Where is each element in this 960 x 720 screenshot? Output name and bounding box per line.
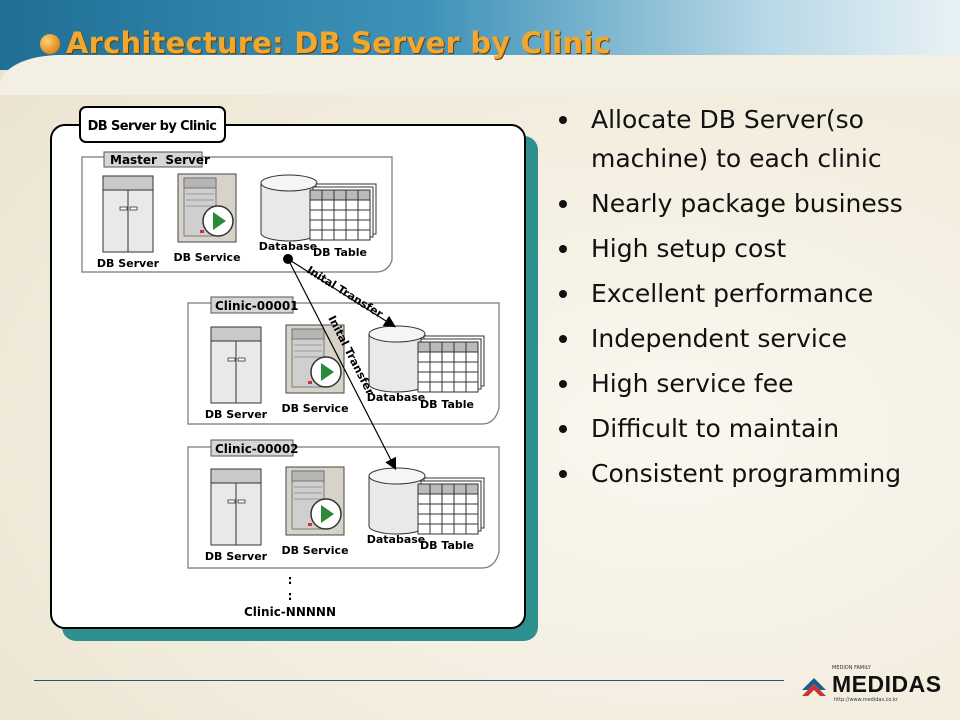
clinic-00002-database-label: Database: [367, 533, 426, 546]
bullet-text: Consistent programming: [591, 459, 902, 488]
bullet-dot-icon: [559, 200, 567, 208]
logo-brand: MEDIDAS: [832, 671, 942, 697]
medidas-logo-icon: [802, 678, 826, 696]
clinic-00002-group: [187, 446, 500, 569]
clinic-00001-label-box: [210, 296, 294, 314]
panel-title: DB Server by Clinic: [88, 119, 217, 134]
bullet-dot-icon: [559, 425, 567, 433]
master-db-service-label: DB Service: [173, 251, 240, 264]
clinic-00002-db-server-icon: [210, 468, 262, 546]
transfer-arrow-clinic-2: [287, 258, 397, 471]
master-db-table-icon: [309, 183, 377, 241]
clinic-00001-database-icon: [368, 325, 426, 393]
bullet-text: Excellent performance: [591, 279, 874, 308]
master-db-table-label: DB Table: [313, 246, 367, 259]
panel-title-tab: [79, 106, 226, 143]
clinic-00002-db-service-label: DB Service: [281, 544, 348, 557]
bullet-item: Independent service: [556, 319, 946, 358]
bullet-text: High setup cost: [591, 234, 787, 263]
logo-tagline: MEDION FAMILY: [832, 665, 871, 671]
bullet-dot-icon: [559, 335, 567, 343]
ellipsis-2: :: [288, 589, 293, 603]
bullet-item: High setup cost: [556, 229, 946, 268]
master-server-label-box: [103, 151, 203, 168]
bullet-item: Excellent performance: [556, 274, 946, 313]
transfer-arrow-clinic-1: [287, 258, 397, 328]
bullet-text: High service fee: [591, 369, 794, 398]
clinic-00001-label: Clinic-00001: [215, 299, 299, 313]
bullet-dot-icon: [559, 245, 567, 253]
bullet-item: Allocate DB Server(so machine) to each c…: [556, 100, 946, 178]
bullet-dot-icon: [559, 116, 567, 124]
bullet-dot-icon: [559, 290, 567, 298]
clinic-00002-db-server-label: DB Server: [205, 550, 268, 563]
footer-divider: [34, 680, 784, 681]
more-clinics-label: Clinic-NNNNN: [244, 605, 336, 619]
bullet-dot-icon: [559, 380, 567, 388]
master-server-label: Master Server: [110, 153, 210, 167]
bullet-list: Allocate DB Server(so machine) to each c…: [556, 100, 946, 499]
clinic-00002-label-box: [210, 439, 294, 457]
bullet-item: Nearly package business: [556, 184, 946, 223]
master-server-group: [81, 156, 393, 273]
clinic-00002-label: Clinic-00002: [215, 442, 299, 456]
bullet-text: Independent service: [591, 324, 847, 353]
clinic-00002-db-table-icon: [417, 477, 485, 535]
clinic-00002-database-icon: [368, 467, 426, 535]
slide-title: Architecture: DB Server by Clinic: [66, 26, 611, 60]
clinic-00001-db-table-icon: [417, 335, 485, 393]
master-database-label: Database: [259, 240, 318, 253]
bullet-text: Nearly package business: [591, 189, 903, 218]
master-db-server-icon: [102, 175, 154, 253]
logo-url: http://www.medidas.co.kr: [834, 697, 898, 703]
bullet-item: Consistent programming: [556, 454, 946, 493]
bullet-dot-icon: [559, 470, 567, 478]
clinic-00001-db-service-label: DB Service: [281, 402, 348, 415]
clinic-00001-db-server-label: DB Server: [205, 408, 268, 421]
clinic-00001-group: [187, 302, 500, 425]
master-database-icon: [260, 174, 318, 242]
title-bullet-icon: [40, 34, 60, 54]
clinic-00001-database-label: Database: [367, 391, 426, 404]
clinic-00002-db-service-icon: [285, 466, 345, 536]
master-db-server-label: DB Server: [97, 257, 160, 270]
bullet-item: Difficult to maintain: [556, 409, 946, 448]
clinic-00002-db-table-label: DB Table: [420, 539, 474, 552]
bullet-text: Difficult to maintain: [591, 414, 840, 443]
bullet-text: Allocate DB Server(so machine) to each c…: [591, 105, 882, 173]
header-curve: [0, 55, 960, 95]
master-db-service-icon: [177, 173, 237, 243]
bullet-item: High service fee: [556, 364, 946, 403]
clinic-00001-db-server-icon: [210, 326, 262, 404]
ellipsis-1: :: [288, 573, 293, 587]
clinic-00001-db-table-label: DB Table: [420, 398, 474, 411]
